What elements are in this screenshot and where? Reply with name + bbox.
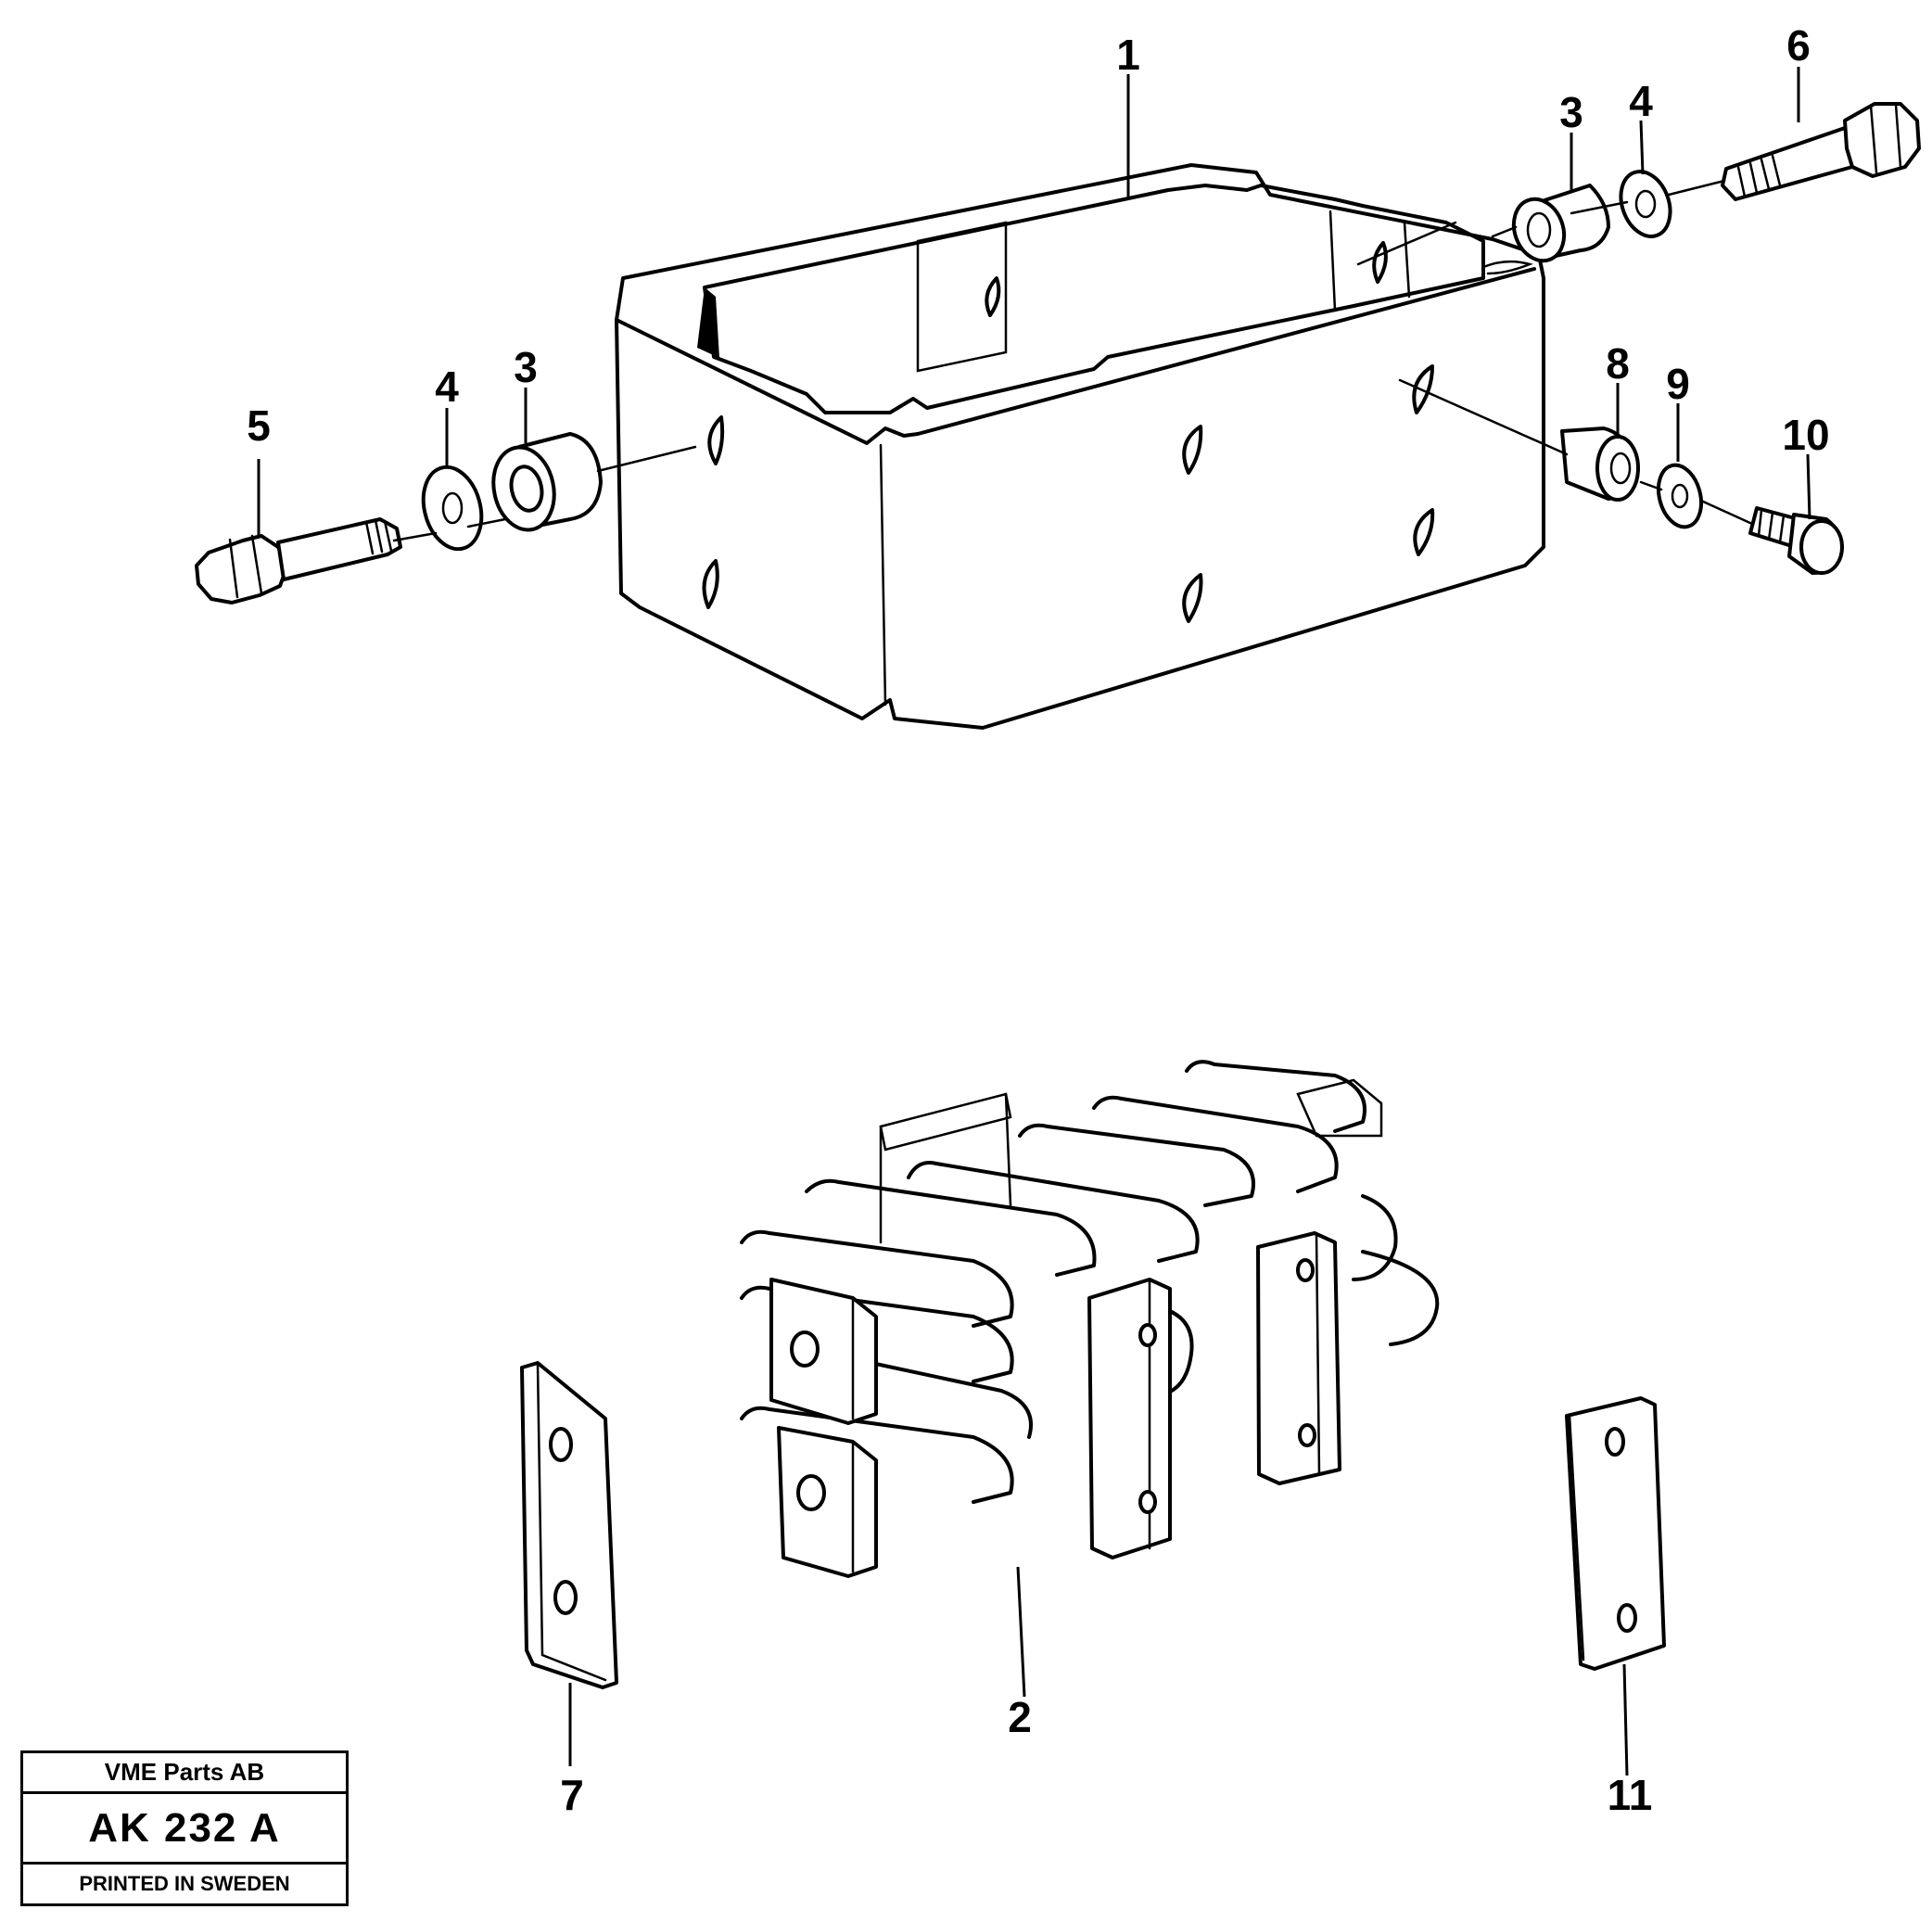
leader-lines [257,67,1811,1776]
spacer-3-right [1511,184,1610,263]
bolt-5 [195,517,402,605]
callout-4-left: 4 [435,363,459,411]
washer-9 [1656,463,1704,529]
callout-3-left: 3 [514,343,538,391]
spacer-3-left [491,432,603,532]
callout-11: 11 [1608,1771,1653,1819]
title-block: VME Parts AB AK 232 A PRINTED IN SWEDEN [20,1750,349,1906]
support-strip-rear [1256,1231,1341,1485]
callout-10: 10 [1782,411,1829,459]
washer-4-left [421,465,484,552]
callout-3-right: 3 [1559,88,1583,136]
callout-5: 5 [247,401,271,450]
callout-8: 8 [1606,339,1630,388]
support-strip-front [1087,1278,1172,1559]
tapped-block-upper [769,1278,878,1425]
drawing-code: AK 232 A [23,1794,346,1865]
callout-7: 7 [560,1771,584,1819]
company-name: VME Parts AB [23,1753,346,1794]
screw-10 [1748,506,1844,575]
callout-9: 9 [1666,360,1690,408]
plate-11 [1565,1396,1666,1671]
tapped-block-lower [777,1426,878,1578]
callout-6: 6 [1786,21,1811,70]
housing [615,163,1545,730]
printed-notice: PRINTED IN SWEDEN [79,1872,290,1895]
callout-4-right: 4 [1629,77,1653,125]
callout-labels: 1 2 3 3 4 4 5 6 7 8 9 10 11 [247,21,1829,1819]
callout-1: 1 [1116,31,1140,79]
plate-7 [520,1361,618,1689]
callout-2: 2 [1008,1693,1032,1741]
spacer-8 [1560,426,1640,502]
washer-4-right [1619,170,1672,238]
cooler-element [740,1060,1440,1578]
bolt-6 [1721,102,1921,201]
